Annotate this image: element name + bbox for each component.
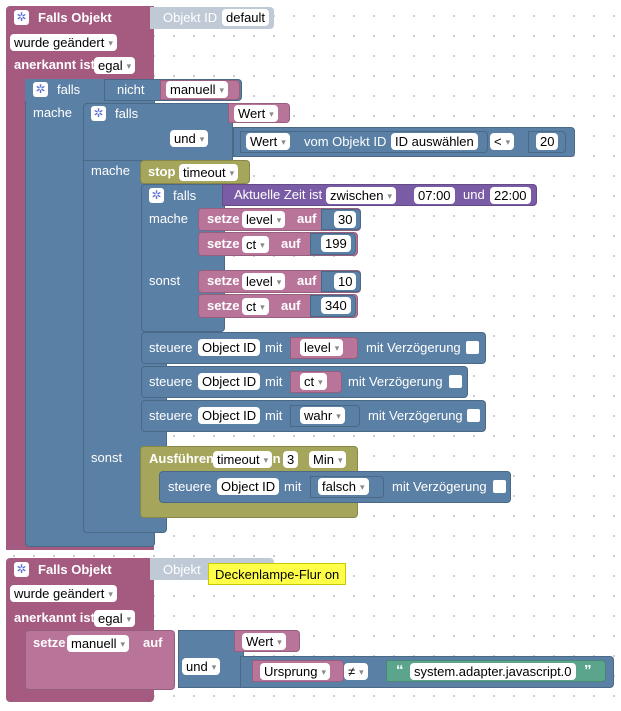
with-label: mit — [265, 408, 283, 423]
time-label: Aktuelle Zeit ist — [234, 187, 323, 202]
open-quote-icon: “ — [396, 662, 404, 679]
delay-checkbox[interactable] — [466, 341, 479, 354]
not-label: nicht — [117, 82, 145, 97]
do-label: mache — [33, 105, 73, 120]
trigger-title: Falls Objekt — [38, 10, 112, 25]
wert-var-dropdown-2[interactable]: Wert▾ — [242, 633, 286, 650]
gear-icon[interactable]: ✲ — [14, 562, 29, 577]
inner-do-label: mache — [91, 163, 131, 178]
object-id-field[interactable]: Object ID — [217, 478, 280, 495]
vom-objekt-label: vom Objekt ID — [304, 134, 387, 149]
delay-checkbox[interactable] — [449, 375, 462, 388]
level-off-value[interactable]: 10 — [334, 273, 357, 290]
stop-label: stop — [148, 164, 176, 179]
objekt-id-value[interactable]: default — [222, 9, 270, 26]
time-and-label: und — [463, 187, 485, 202]
in-label: in — [269, 451, 281, 466]
ct-on-value[interactable]: 199 — [321, 235, 351, 252]
if-block-inner-row — [83, 103, 233, 161]
ct-var-dropdown[interactable]: ct▾ — [242, 298, 269, 315]
object-id-field[interactable]: Object ID — [198, 407, 261, 424]
delay-num[interactable]: 3 — [283, 451, 299, 468]
to-label: auf — [281, 236, 301, 251]
set-label-2: setze — [33, 635, 66, 650]
objekt-id-label-2: Objekt — [163, 562, 201, 577]
delay-label: mit Verzögerung — [366, 340, 461, 355]
and-dropdown[interactable]: und▾ — [170, 130, 209, 147]
compare-num[interactable]: 20 — [536, 133, 559, 150]
delay-label: mit Verzögerung — [348, 374, 443, 389]
with-label: mit — [265, 374, 283, 389]
object-id-field[interactable]: Object ID — [198, 339, 261, 356]
comment-bubble[interactable]: Deckenlampe-Flur on — [208, 563, 347, 585]
wert-dropdown[interactable]: Wert▾ — [246, 133, 290, 150]
delay-label: mit Verzögerung — [368, 408, 463, 423]
object-id-field[interactable]: Object ID — [198, 373, 261, 390]
control-label: steuere — [149, 340, 193, 355]
control-label: steuere — [149, 374, 193, 389]
gear-icon[interactable]: ✲ — [91, 106, 106, 121]
set-label: setze — [207, 273, 240, 288]
ack-label: anerkannt ist — [14, 57, 95, 72]
ct-get-dropdown[interactable]: ct▾ — [300, 373, 327, 390]
outer-else-label: sonst — [91, 450, 123, 465]
changed-dropdown[interactable]: wurde geändert▾ — [10, 34, 117, 51]
true-dropdown[interactable]: wahr▾ — [300, 407, 345, 424]
level-var-dropdown[interactable]: level▾ — [242, 211, 286, 228]
set-label: setze — [207, 298, 240, 313]
time-if-label: falls — [173, 188, 197, 203]
delay-checkbox[interactable] — [467, 409, 480, 422]
ack-dropdown-2[interactable]: egal▾ — [94, 610, 136, 627]
objekt-id-label: Objekt ID — [163, 10, 218, 25]
gear-icon[interactable]: ✲ — [33, 82, 48, 97]
to-label: auf — [297, 211, 317, 226]
wert-var-dropdown[interactable]: Wert▾ — [234, 105, 278, 122]
manual-var-dropdown[interactable]: manuell▾ — [166, 81, 229, 98]
ct-var-dropdown[interactable]: ct▾ — [242, 236, 269, 253]
ack-dropdown[interactable]: egal▾ — [94, 57, 136, 74]
else-label: sonst — [149, 273, 181, 288]
to-label-2: auf — [143, 635, 163, 650]
and-dropdown-2[interactable]: und▾ — [182, 658, 221, 675]
with-label: mit — [265, 340, 283, 355]
level-var-dropdown[interactable]: level▾ — [242, 273, 286, 290]
set-label: setze — [207, 211, 240, 226]
level-on-value[interactable]: 30 — [334, 211, 357, 228]
timeout-var-dropdown[interactable]: timeout▾ — [179, 164, 239, 181]
neq-dropdown[interactable]: ≠▾ — [344, 663, 368, 680]
compare-op-dropdown[interactable]: <▾ — [490, 133, 515, 150]
timeout-var-dropdown-2[interactable]: timeout▾ — [213, 451, 273, 468]
delay-checkbox[interactable] — [493, 480, 506, 493]
execute-label: Ausführen — [149, 451, 214, 466]
gear-icon[interactable]: ✲ — [14, 10, 29, 25]
changed-dropdown-2[interactable]: wurde geändert▾ — [10, 585, 117, 602]
time-to[interactable]: 22:00 — [490, 187, 531, 204]
ack-label-2: anerkannt ist — [14, 610, 95, 625]
to-label: auf — [281, 298, 301, 313]
between-dropdown[interactable]: zwischen▾ — [326, 187, 396, 204]
trigger-title-2: Falls Objekt — [38, 562, 112, 577]
unit-dropdown[interactable]: Min▾ — [309, 451, 347, 468]
set-label: setze — [207, 236, 240, 251]
string-value[interactable]: system.adapter.javascript.0 — [410, 663, 576, 680]
level-get-dropdown[interactable]: level▾ — [300, 339, 344, 356]
with-label: mit — [284, 479, 302, 494]
ursprung-dropdown[interactable]: Ursprung▾ — [260, 663, 330, 680]
control-label: steuere — [149, 408, 193, 423]
control-label: steuere — [168, 479, 212, 494]
false-dropdown[interactable]: falsch▾ — [318, 478, 369, 495]
id-select-field[interactable]: ID auswählen — [391, 133, 478, 150]
manual-var-dropdown-2[interactable]: manuell▾ — [67, 635, 130, 652]
time-do-label: mache — [149, 211, 189, 226]
inner-if-label: falls — [115, 106, 139, 121]
gear-icon[interactable]: ✲ — [149, 188, 164, 203]
if-label: falls — [57, 82, 81, 97]
delay-label: mit Verzögerung — [392, 479, 487, 494]
close-quote-icon: ” — [584, 662, 592, 679]
ct-off-value[interactable]: 340 — [321, 297, 351, 314]
to-label: auf — [297, 273, 317, 288]
time-from[interactable]: 07:00 — [414, 187, 455, 204]
